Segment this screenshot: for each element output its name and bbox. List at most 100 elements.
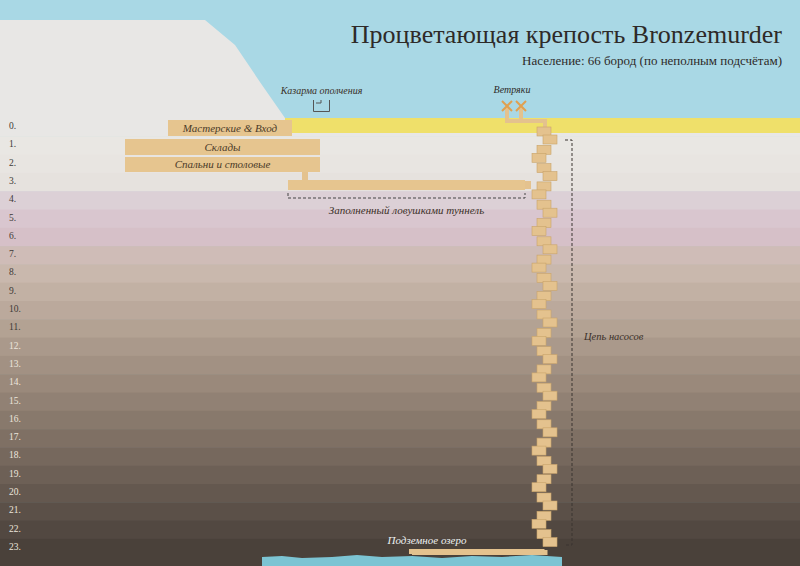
level-number: 18. xyxy=(9,450,21,460)
stratum-band xyxy=(0,484,800,503)
level-box: Склады xyxy=(125,139,320,155)
stratum-band xyxy=(0,374,800,393)
tunnel: Заполненный ловушками туннель xyxy=(288,180,525,190)
pump-segment xyxy=(537,493,551,502)
underground-lake: Подземное озеро xyxy=(262,554,562,566)
level-number: 9. xyxy=(9,286,16,296)
barracks-wall xyxy=(314,100,330,112)
stratum-band xyxy=(0,466,800,485)
barracks-box: Казарма ополчения xyxy=(313,100,330,112)
stratum-band xyxy=(0,393,800,412)
level-box: Спальни и столовые xyxy=(125,157,320,172)
level-number: 6. xyxy=(9,231,16,241)
pump-segment xyxy=(537,511,551,520)
level-number: 19. xyxy=(9,469,21,479)
level-box: Мастерские & Вход xyxy=(168,120,292,136)
pump-segment xyxy=(537,530,551,539)
level-number: 1. xyxy=(9,139,16,149)
pump-segment xyxy=(543,281,557,290)
pump-segment xyxy=(532,263,546,272)
pump-segment xyxy=(537,164,551,173)
box-label: Мастерские & Вход xyxy=(183,120,277,136)
level-number: 16. xyxy=(9,414,21,424)
stratum-band xyxy=(0,136,800,155)
shape-label: Казарма ополчения xyxy=(281,85,363,96)
pump-segment xyxy=(532,227,546,236)
pump-segment xyxy=(537,347,551,356)
pipe-connector xyxy=(302,172,308,180)
lake-water xyxy=(262,554,562,566)
pump-segment xyxy=(537,328,551,337)
stratum-band xyxy=(0,356,800,375)
stratum-band xyxy=(0,338,800,357)
shape-label: Заполненный ловушками туннель xyxy=(329,204,484,216)
pump-segment xyxy=(543,318,557,327)
pump-segment xyxy=(537,219,551,228)
level-number: 10. xyxy=(9,304,21,314)
pump-segment xyxy=(537,310,551,319)
pump-segment xyxy=(543,391,557,400)
level-number: 23. xyxy=(9,542,21,552)
pump-segment xyxy=(543,538,557,547)
windmill-label: Ветряки xyxy=(494,84,531,95)
tunnel-bracket xyxy=(288,193,525,198)
pump-segment xyxy=(537,200,551,209)
pump-segment xyxy=(543,355,557,364)
pump-segment xyxy=(543,135,557,144)
stratum-band xyxy=(0,447,800,466)
pump-segment xyxy=(532,153,546,162)
pump-segment xyxy=(532,336,546,345)
pump-segment xyxy=(537,475,551,484)
lake-surface xyxy=(262,555,562,566)
pump-segment xyxy=(537,292,551,301)
stratum-band xyxy=(0,429,800,448)
title: Процветающая крепость Bronzemurder xyxy=(351,20,782,50)
stratum-band xyxy=(0,301,800,320)
stratum-band xyxy=(0,246,800,265)
stratum-band xyxy=(0,264,800,283)
pipe-connector xyxy=(412,550,545,554)
level-number: 5. xyxy=(9,213,16,223)
stratum-band xyxy=(0,283,800,302)
level-number: 7. xyxy=(9,249,16,259)
shape-label: Цепь насосов xyxy=(584,331,643,342)
level-number: 20. xyxy=(9,487,21,497)
pump-segment xyxy=(532,410,546,419)
pump-segment xyxy=(543,501,557,510)
shape-label: Подземное озеро xyxy=(388,534,467,546)
level-number: 13. xyxy=(9,359,21,369)
windmill-blades xyxy=(502,101,526,111)
level-number: 22. xyxy=(9,524,21,534)
pump-segment xyxy=(537,145,551,154)
pump-segment xyxy=(532,519,546,528)
pump-segment xyxy=(537,402,551,411)
pump-segment xyxy=(537,182,551,191)
box-label: Спальни и столовые xyxy=(175,157,271,172)
level-number: 2. xyxy=(9,158,16,168)
pump-stack: Цепь насосов xyxy=(531,126,558,550)
pump-segment xyxy=(543,208,557,217)
level-number: 21. xyxy=(9,505,21,515)
level-number: 8. xyxy=(9,267,16,277)
pipe-connector xyxy=(525,181,531,189)
stratum-band xyxy=(0,502,800,521)
windmills xyxy=(502,101,545,128)
box-label: Склады xyxy=(204,139,240,155)
subtitle: Население: 66 бород (по неполным подсчёт… xyxy=(522,53,782,69)
pump-segment xyxy=(537,127,551,136)
pump-segment xyxy=(532,190,546,199)
cliff xyxy=(0,20,285,118)
pump-segment xyxy=(543,245,557,254)
pump-segment xyxy=(532,373,546,382)
pump-segment xyxy=(543,428,557,437)
pump-segment xyxy=(543,172,557,181)
pump-segment xyxy=(532,446,546,455)
stratum-band xyxy=(0,228,800,247)
pump-segment xyxy=(537,420,551,429)
pump-bracket xyxy=(565,140,572,545)
stratum-band xyxy=(0,173,800,192)
